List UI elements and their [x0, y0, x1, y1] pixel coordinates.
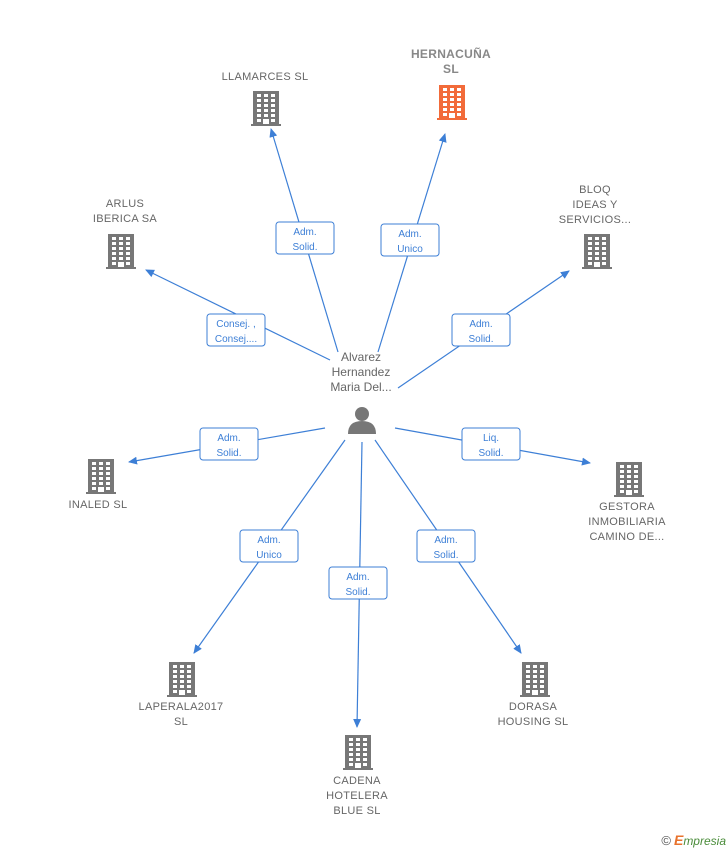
relation-label-line: Adm. [434, 535, 457, 546]
company-label-line: LLAMARCES SL [222, 71, 309, 83]
building-icon [86, 459, 116, 494]
company-label-line: GESTORA [599, 501, 655, 513]
relation-label-line: Solid. [468, 334, 493, 345]
building-icon [106, 234, 136, 269]
person-label-line: Alvarez [341, 350, 381, 364]
company-label-line: SL [174, 716, 188, 728]
relation-label-line: Adm. [398, 229, 421, 240]
company-label-line: HOTELERA [326, 790, 388, 802]
company-label-line: IDEAS Y [572, 199, 618, 211]
relation-label-line: Unico [256, 550, 282, 561]
company-label-line: HERNACUÑA [411, 46, 491, 61]
relation-label-line: Adm. [346, 572, 369, 583]
relation-label-line: Solid. [216, 448, 241, 459]
building-icon [437, 85, 467, 120]
copyright-symbol: © [661, 833, 671, 848]
company-node-arlus[interactable]: ARLUS IBERICA SA [93, 198, 157, 269]
person-label-line: Hernandez [332, 365, 391, 379]
company-label-line: BLOQ [579, 184, 611, 196]
company-label-line: SL [443, 62, 459, 76]
company-label-line: DORASA [509, 701, 558, 713]
company-label-line: SERVICIOS... [559, 214, 631, 226]
person-label-line: Maria Del... [330, 380, 391, 394]
relation-label-line: Consej. , [216, 319, 255, 330]
relation-label-line: Solid. [345, 587, 370, 598]
building-icon [343, 735, 373, 770]
building-icon [582, 234, 612, 269]
building-icon [167, 662, 197, 697]
relation-badge-hernacuna[interactable]: Adm. Unico [380, 223, 440, 257]
company-node-inaled[interactable]: INALED SL [69, 459, 128, 511]
relation-badge-cadena[interactable]: Adm. Solid. [328, 566, 388, 600]
relation-label-line: Adm. [257, 535, 280, 546]
company-node-gestora[interactable]: GESTORA INMOBILIARIA CAMINO DE... [588, 462, 666, 543]
company-label-line: INALED SL [69, 499, 128, 511]
company-node-bloq[interactable]: BLOQ IDEAS Y SERVICIOS... [559, 184, 631, 269]
relation-badge-inaled[interactable]: Adm. Solid. [199, 427, 259, 461]
relation-badge-arlus[interactable]: Consej. , Consej.... [206, 313, 266, 347]
company-label-line: CADENA [333, 775, 381, 787]
company-label-line: IBERICA SA [93, 213, 157, 225]
company-node-cadena[interactable]: CADENA HOTELERA BLUE SL [326, 735, 388, 817]
building-icon [520, 662, 550, 697]
relation-label-line: Consej.... [215, 334, 257, 345]
company-label-line: BLUE SL [333, 805, 380, 817]
relation-badge-laperala[interactable]: Adm. Unico [239, 529, 299, 563]
building-icon [251, 91, 281, 126]
relation-label-line: Solid. [433, 550, 458, 561]
brand-name: mpresia [683, 834, 726, 848]
relation-label-line: Solid. [292, 242, 317, 253]
relation-label-line: Adm. [293, 227, 316, 238]
company-label-line: ARLUS [106, 198, 144, 210]
person-icon [348, 407, 376, 434]
building-icon [614, 462, 644, 497]
relation-label-line: Liq. [483, 433, 499, 444]
relation-badge-dorasa[interactable]: Adm. Solid. [416, 529, 476, 563]
company-label-line: LAPERALA2017 [139, 701, 224, 713]
relation-label-line: Adm. [217, 433, 240, 444]
footer-brand[interactable]: ©Empresia [661, 832, 726, 848]
relation-badge-llamarces[interactable]: Adm. Solid. [275, 221, 335, 255]
company-label-line: CAMINO DE... [589, 531, 664, 543]
relation-label-line: Solid. [478, 448, 503, 459]
company-node-llamarces[interactable]: LLAMARCES SL [222, 71, 309, 126]
company-node-dorasa[interactable]: DORASA HOUSING SL [498, 662, 569, 728]
relation-badge-gestora[interactable]: Liq. Solid. [461, 427, 521, 461]
relation-label-line: Adm. [469, 319, 492, 330]
company-label-line: HOUSING SL [498, 716, 569, 728]
brand-initial: E [673, 832, 684, 848]
relation-label-line: Unico [397, 244, 423, 255]
company-label-line: INMOBILIARIA [588, 516, 666, 528]
relation-badge-bloq[interactable]: Adm. Solid. [451, 313, 511, 347]
